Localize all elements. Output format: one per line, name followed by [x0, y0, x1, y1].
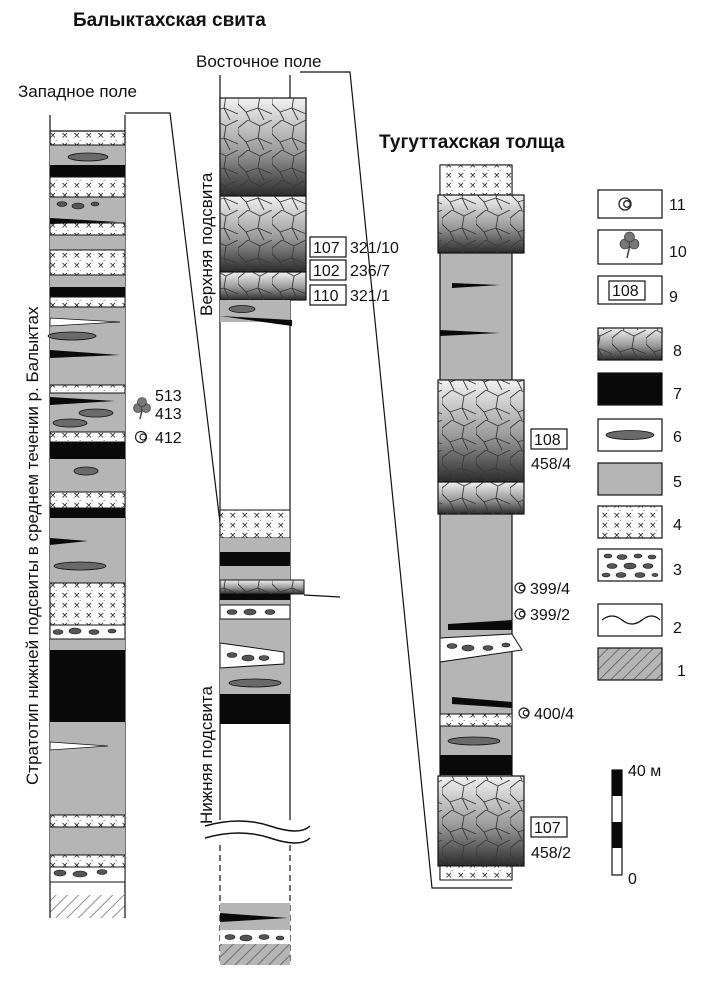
ammonite-icon	[514, 582, 530, 719]
legend: 11 10 108 9 8 7 6 5 4	[597, 189, 687, 681]
legend-swatch-5	[597, 462, 663, 496]
east-samples: 107 321/10 102 236/7 110 321/1	[309, 236, 399, 306]
tug-fossil-399-2: 399/2	[530, 607, 570, 624]
svita-title: Балыктахская свита	[73, 10, 266, 31]
west-correlation-line	[125, 112, 229, 589]
legend-num-8: 8	[673, 343, 682, 360]
tug-fossil-399-4: 399/4	[530, 581, 570, 598]
scale-bar: 40 м 0	[611, 763, 661, 888]
west-sample-412: 412	[155, 430, 182, 447]
legend-box-label: 108	[612, 283, 639, 300]
legend-swatch-2	[597, 603, 663, 637]
upper-subformation-label: Верхняя подсвита	[197, 172, 216, 316]
sample-box	[309, 259, 347, 281]
east-correlation-line	[300, 71, 512, 889]
ammonite-icon	[134, 430, 148, 444]
sample-box	[309, 236, 347, 258]
legend-ammonite-icon	[618, 197, 632, 211]
west-column	[47, 115, 126, 918]
correlation-tick	[303, 594, 341, 598]
east-sample-236-7: 236/7	[350, 263, 390, 280]
legend-swatch-7	[597, 372, 663, 406]
east-box-110: 110	[313, 288, 339, 305]
lower-subformation-label: Нижняя подсвита	[197, 686, 216, 824]
legend-num-2: 2	[673, 620, 682, 637]
scale-top-label: 40 м	[628, 763, 661, 780]
sample-box	[530, 816, 568, 838]
east-column	[204, 75, 311, 965]
scale-bottom-label: 0	[628, 871, 637, 888]
sample-box	[530, 428, 568, 450]
tolsha-title: Тугуттахская толща	[379, 132, 565, 153]
legend-num-9: 9	[669, 289, 678, 306]
tug-sample-458-4: 458/4	[531, 456, 571, 473]
west-field-label: Западное поле	[18, 82, 137, 101]
sample-box	[309, 284, 347, 306]
legend-num-11: 11	[669, 197, 686, 214]
legend-num-4: 4	[673, 517, 682, 534]
legend-swatch-11	[597, 189, 663, 219]
west-samples: 513 413 412	[133, 388, 182, 447]
east-sample-321-10: 321/10	[350, 240, 399, 257]
tugut-samples: 108 458/4 399/4 399/2 400/4 107 458/2	[514, 428, 574, 862]
legend-num-3: 3	[673, 562, 682, 579]
west-sample-513: 513	[155, 388, 182, 405]
tug-box-108: 108	[534, 432, 561, 449]
tug-box-107: 107	[534, 820, 561, 837]
correlation-lines	[125, 71, 512, 889]
stratotype-label: Стратотип нижней подсвиты в среднем тече…	[23, 306, 42, 785]
plant-fossil-icon	[133, 397, 151, 420]
legend-num-10: 10	[669, 244, 687, 261]
legend-sample-box	[608, 280, 646, 301]
legend-num-5: 5	[673, 474, 682, 491]
legend-num-7: 7	[673, 386, 682, 403]
east-box-107: 107	[313, 240, 340, 257]
east-box-102: 102	[313, 263, 340, 280]
east-field-label: Восточное поле	[196, 52, 322, 71]
tug-fossil-400-4: 400/4	[534, 706, 574, 723]
east-sample-321-1: 321/1	[350, 288, 390, 305]
tugut-column	[437, 164, 525, 881]
tug-sample-458-2: 458/2	[531, 845, 571, 862]
legend-num-1: 1	[677, 663, 686, 680]
legend-num-6: 6	[673, 429, 682, 446]
legend-plant-icon	[619, 231, 640, 259]
west-sample-413: 413	[155, 406, 182, 423]
